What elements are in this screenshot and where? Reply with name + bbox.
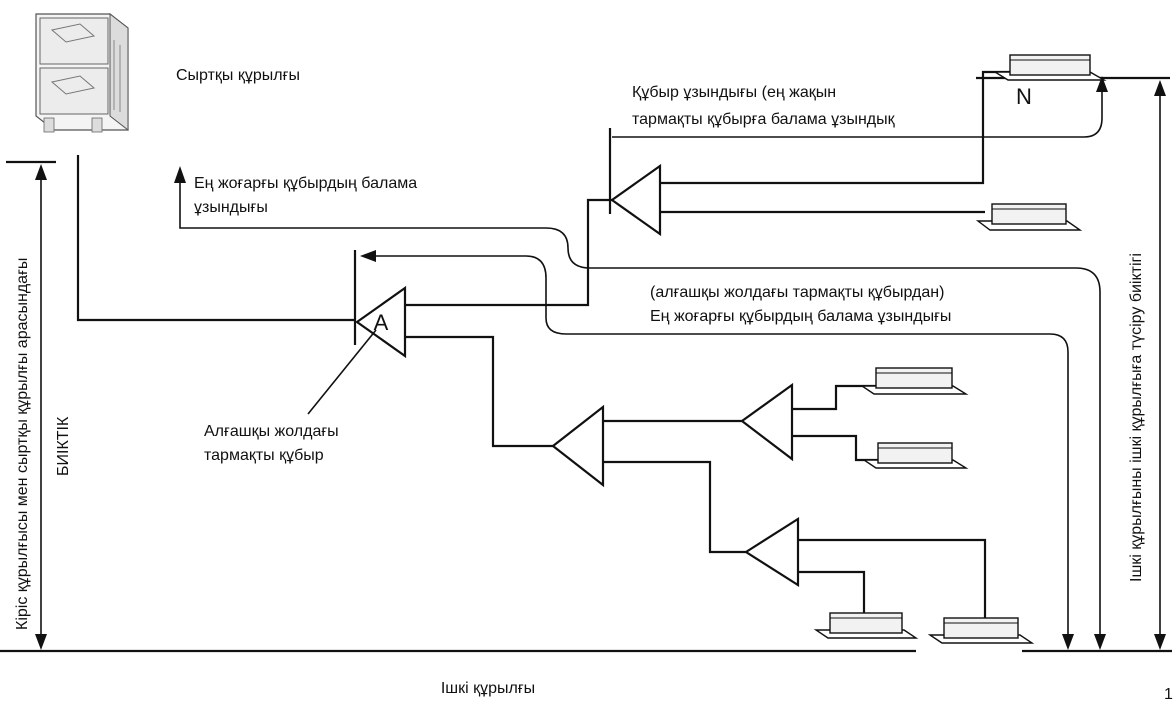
height-dimension-arrow [35, 164, 47, 650]
indoor-unit-icon [861, 442, 969, 469]
max-equivalent-label-line2: ұзындығы [194, 199, 268, 216]
indoor-unit-n-label: N [1016, 84, 1032, 109]
first-branch-label-line2: тармақты құбыр [204, 447, 324, 464]
branch-third-level-upper [740, 382, 794, 462]
branch-a-label: A [374, 310, 389, 335]
max-equivalent-label-line1: Ең жоғарғы құбырдың балама [194, 175, 417, 192]
outdoor-unit-label: Сыртқы құрылғы [176, 67, 300, 84]
height-label: БИІКТІК [55, 416, 72, 476]
indoor-unit-icon [975, 203, 1083, 231]
outdoor-unit-icon [35, 12, 129, 133]
max-equivalent-from-first-label: Ең жоғарғы құбырдың балама ұзындығы [650, 308, 951, 325]
max-equivalent-length-arrow [174, 166, 1106, 650]
indoor-unit-icon [813, 612, 919, 639]
branch-a [353, 250, 407, 359]
pipe-length-label-line1: Құбыр ұзындығы (ең жақын [632, 84, 836, 101]
indoor-unit-n-icon [992, 54, 1107, 81]
branch-third-level-lower [743, 516, 800, 588]
pipe-length-label-line2: тармақты құбырға балама ұзындық [632, 111, 896, 128]
first-branch-label-line1: Алғашқы жолдағы [204, 423, 339, 440]
first-branch-leader-line [307, 329, 377, 415]
indoor-unit-icon [927, 617, 1035, 644]
indoor-drop-height-arrow [1154, 80, 1166, 650]
branch-n-triangle [608, 128, 662, 237]
nearest-branch-length-arrow [612, 76, 1108, 138]
first-branch-length-arrow [360, 250, 1074, 650]
height-between-units-label: Кіріс құрылғысы мен сыртқы құрылғы арасы… [14, 258, 31, 630]
indoor-unit-icon [859, 367, 969, 395]
page-number: 1 [1164, 686, 1173, 701]
from-first-branch-label: (алғашқы жолдағы тармақты құбырдан) [650, 284, 944, 301]
main-piping [76, 70, 1010, 622]
indoor-drop-height-label: Ішкі құрылғыны ішкі құрылғыға түсіру биі… [1128, 253, 1145, 582]
indoor-unit-caption: Ішкі құрылғы [441, 680, 535, 697]
branch-second-level [551, 404, 605, 488]
